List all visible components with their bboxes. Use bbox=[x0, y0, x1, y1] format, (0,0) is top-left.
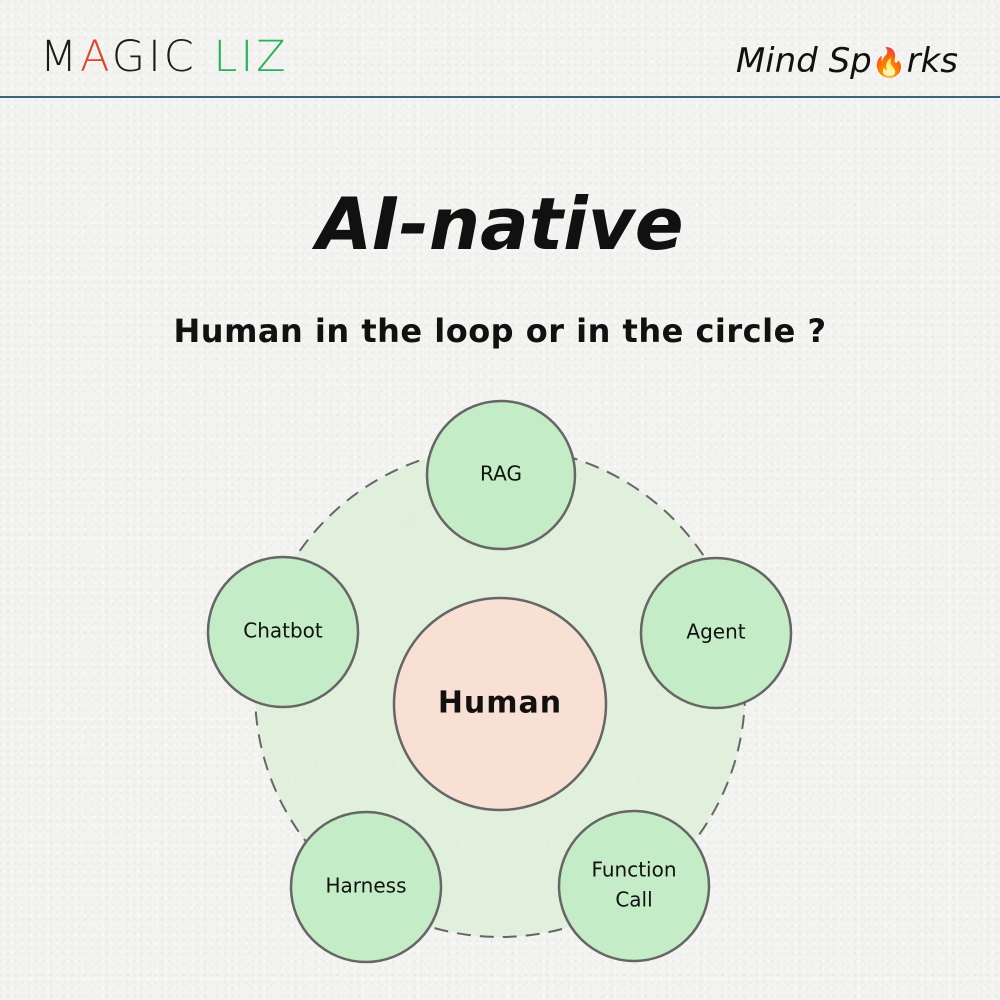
logo-part-2: A bbox=[80, 32, 112, 82]
header-divider bbox=[0, 96, 1000, 98]
satellite-node-label: Call bbox=[615, 888, 652, 912]
satellite-node-circle bbox=[639, 556, 793, 710]
satellite-node: Chatbot bbox=[206, 555, 360, 709]
header: MAGIC LIZ Mind Sp🔥rks bbox=[0, 0, 1000, 98]
brand-mind-sparks: Mind Sp🔥rks bbox=[736, 44, 958, 78]
logo-part-3: GIC bbox=[111, 32, 214, 82]
satellite-node-label: Harness bbox=[326, 874, 407, 898]
page-title: AI-native bbox=[316, 182, 684, 266]
satellite-node: Agent bbox=[639, 556, 793, 710]
satellite-node-circle bbox=[206, 555, 360, 709]
satellite-node-circle bbox=[425, 399, 577, 551]
satellite-node-label: Chatbot bbox=[243, 619, 323, 643]
satellite-node-label: Function bbox=[591, 858, 676, 882]
satellite-node: RAG bbox=[425, 399, 577, 551]
logo-part-1: M bbox=[40, 32, 81, 82]
satellite-node: Harness bbox=[289, 810, 443, 964]
center-node-label: Human bbox=[438, 686, 562, 721]
brand-part-2: rks bbox=[906, 41, 958, 81]
satellite-node-circle bbox=[289, 810, 443, 964]
satellite-node-label: RAG bbox=[480, 462, 522, 486]
brand-part-1: Mind Sp bbox=[735, 41, 872, 81]
logo: MAGIC LIZ bbox=[40, 36, 289, 79]
logo-part-4: LIZ bbox=[213, 32, 289, 82]
page-subtitle: Human in the loop or in the circle ? bbox=[173, 312, 827, 350]
center-node: Human bbox=[392, 596, 608, 812]
satellite-node-label: Agent bbox=[686, 620, 745, 644]
flame-icon: 🔥 bbox=[871, 46, 907, 79]
center-node-circle bbox=[392, 596, 608, 812]
satellite-node-circle bbox=[557, 809, 711, 963]
